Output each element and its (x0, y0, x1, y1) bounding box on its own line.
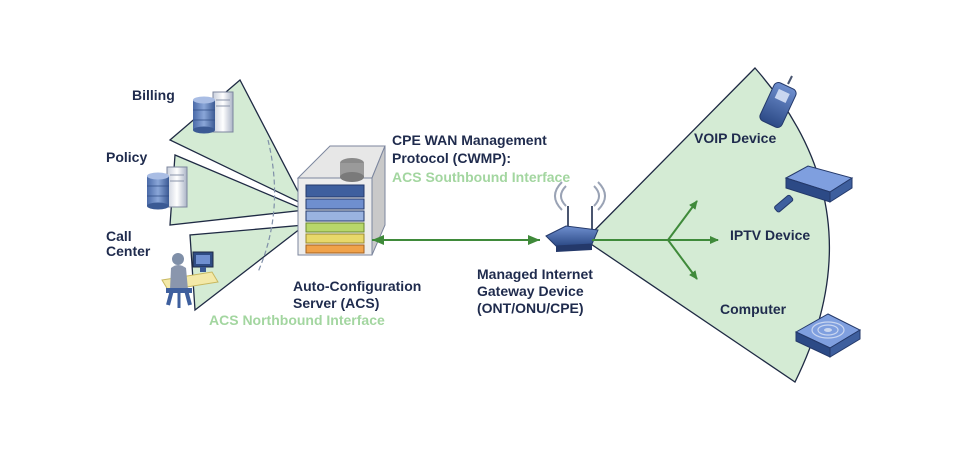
acs-label-line1: Auto-Configuration (293, 278, 422, 294)
server-rack-icon (296, 145, 386, 256)
interface-arc (257, 139, 276, 273)
policy-label: Policy (106, 149, 148, 165)
call-center-beam (189, 224, 308, 312)
wireless-access-point-icon (794, 313, 862, 358)
operator-workstation-icon (161, 251, 219, 308)
call-center-label-line1: Call (106, 228, 132, 244)
cwmp-link (372, 235, 540, 245)
computer-label: Computer (720, 301, 787, 317)
cwmp-label-line1: CPE WAN Management (392, 132, 547, 148)
southbound-fan (583, 67, 830, 383)
billing-server-icon (193, 91, 234, 134)
policy-server-icon (147, 166, 188, 210)
mobile-phone-icon (759, 75, 797, 128)
set-top-box-icon (774, 165, 854, 213)
voip-device-label: VOIP Device (694, 130, 777, 146)
gateway-label-line2: Gateway Device (477, 283, 584, 299)
billing-label: Billing (132, 87, 175, 103)
distribution-arrows (592, 200, 719, 280)
gateway-label-line1: Managed Internet (477, 266, 593, 282)
call-center-label-line2: Center (106, 243, 151, 259)
iptv-device-label: IPTV Device (730, 227, 811, 243)
cwmp-label-line2: Protocol (CWMP): (392, 150, 511, 166)
northbound-interface-label: ACS Northbound Interface (209, 312, 385, 328)
southbound-interface-label: ACS Southbound Interface (392, 169, 571, 185)
acs-label-line2: Server (ACS) (293, 295, 380, 311)
wireless-router-icon (545, 181, 606, 252)
gateway-label-line3: (ONT/ONU/CPE) (477, 300, 584, 316)
